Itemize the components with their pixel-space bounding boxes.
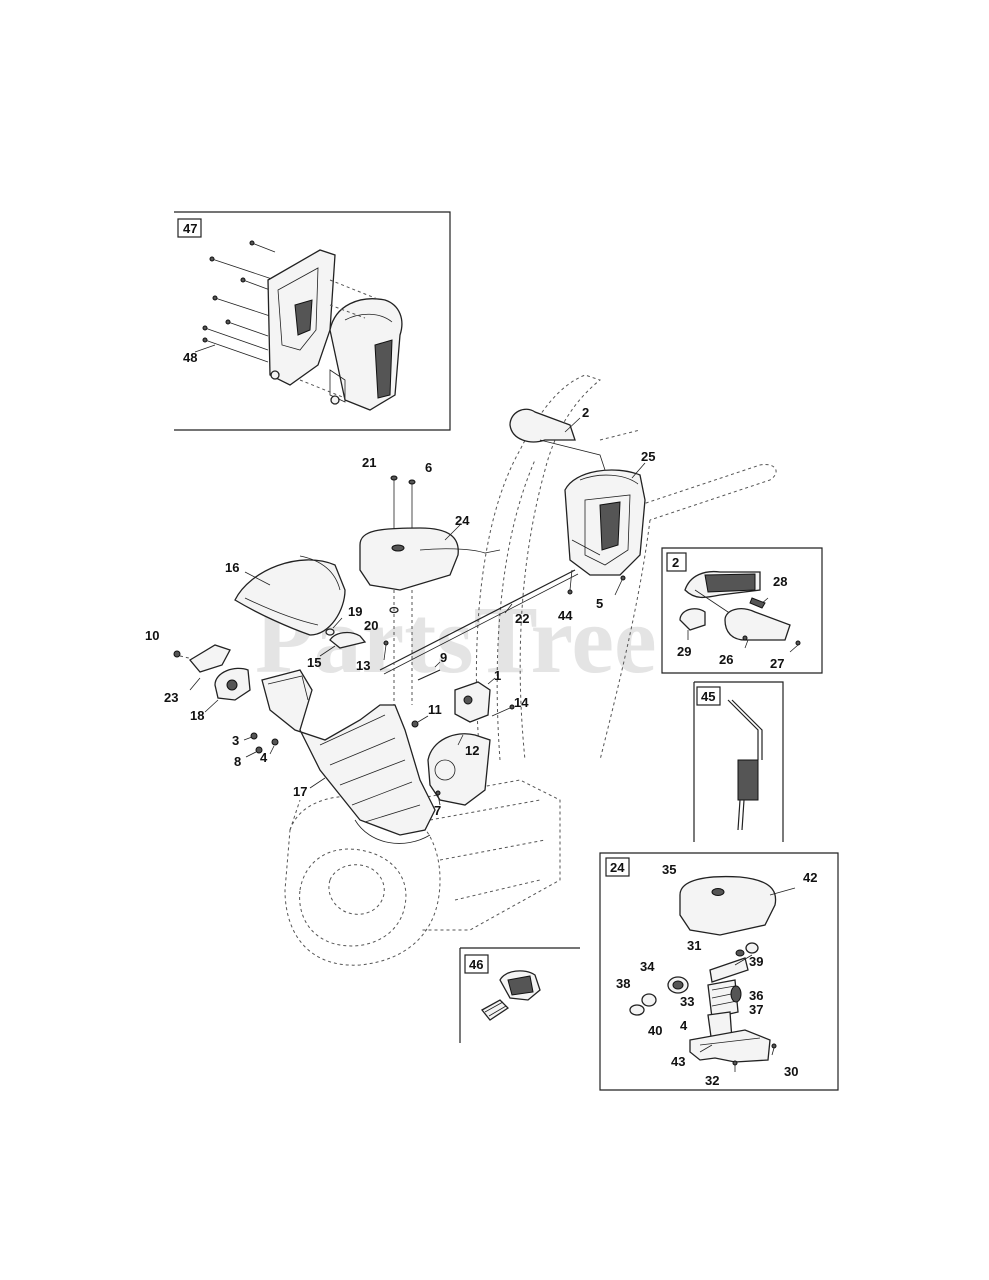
- cover-assembly: [359, 475, 501, 720]
- pin-9: [417, 661, 441, 681]
- deflector-bracket: [319, 617, 367, 657]
- control-rod: [379, 569, 579, 675]
- callout-b24-43[interactable]: 43: [671, 1054, 685, 1069]
- chute-deflector: [234, 555, 346, 636]
- callout-20[interactable]: 20: [364, 618, 378, 633]
- callout-3[interactable]: 3: [232, 733, 239, 748]
- callout-13[interactable]: 13: [356, 658, 370, 673]
- callout-b24-38[interactable]: 38: [616, 976, 630, 991]
- bolt-13: [383, 640, 389, 661]
- callout-24[interactable]: 24: [455, 513, 470, 528]
- callout-6[interactable]: 6: [425, 460, 432, 475]
- callout-25[interactable]: 25: [641, 449, 655, 464]
- callout-b2-26[interactable]: 26: [719, 652, 733, 667]
- callout-7[interactable]: 7: [434, 803, 441, 818]
- inset-46-label: 46: [469, 957, 483, 972]
- callout-14[interactable]: 14: [514, 695, 529, 710]
- callout-18[interactable]: 18: [190, 708, 204, 723]
- callout-19[interactable]: 19: [348, 604, 362, 619]
- callout-b2-29[interactable]: 29: [677, 644, 691, 659]
- callout-48[interactable]: 48: [183, 350, 197, 365]
- inset-2: 2: [661, 547, 823, 674]
- callout-b2-28[interactable]: 28: [773, 574, 787, 589]
- callout-11[interactable]: 11: [428, 702, 442, 717]
- discharge-chute: [261, 669, 436, 844]
- callout-16[interactable]: 16: [225, 560, 239, 575]
- callout-b24-42[interactable]: 42: [803, 870, 817, 885]
- callout-4[interactable]: 4: [260, 750, 268, 765]
- left-bracket-assembly: [173, 644, 251, 713]
- bolt-set: [202, 240, 276, 363]
- callout-b24-37[interactable]: 37: [749, 1002, 763, 1017]
- callout-b24-30[interactable]: 30: [784, 1064, 798, 1079]
- callout-1[interactable]: 1: [494, 668, 501, 683]
- callout-5[interactable]: 5: [596, 596, 603, 611]
- inset-24: 24: [599, 852, 839, 1091]
- inset-47: 47: [174, 211, 451, 431]
- callout-10[interactable]: 10: [145, 628, 159, 643]
- callout-b24-40[interactable]: 40: [648, 1023, 662, 1038]
- small-hardware: [243, 732, 279, 758]
- callout-b24-33[interactable]: 33: [680, 994, 694, 1009]
- callout-2[interactable]: 2: [582, 405, 589, 420]
- callout-b24-34[interactable]: 34: [640, 959, 655, 974]
- inset-45-label: 45: [701, 689, 715, 704]
- callout-b24-39[interactable]: 39: [749, 954, 763, 969]
- callout-b24-36[interactable]: 36: [749, 988, 763, 1003]
- inset-45: 45: [693, 681, 784, 842]
- callout-9[interactable]: 9: [440, 650, 447, 665]
- chute-rotator-assembly: [509, 408, 646, 596]
- lower-bracket-assembly: [411, 677, 515, 806]
- callout-15[interactable]: 15: [307, 655, 321, 670]
- inset-24-label: 24: [610, 860, 625, 875]
- callout-b24-32[interactable]: 32: [705, 1073, 719, 1088]
- callout-17[interactable]: 17: [293, 784, 307, 799]
- callout-22[interactable]: 22: [515, 611, 529, 626]
- callout-8[interactable]: 8: [234, 754, 241, 769]
- callout-12[interactable]: 12: [465, 743, 479, 758]
- inset-47-label: 47: [183, 221, 197, 236]
- callout-21[interactable]: 21: [362, 455, 376, 470]
- callout-b2-27[interactable]: 27: [770, 656, 784, 671]
- callout-b24-4[interactable]: 4: [680, 1018, 688, 1033]
- callout-b24-35[interactable]: 35: [662, 862, 676, 877]
- inset-2-label: 2: [672, 555, 679, 570]
- callout-23[interactable]: 23: [164, 690, 178, 705]
- callout-b24-31[interactable]: 31: [687, 938, 701, 953]
- callout-44[interactable]: 44: [558, 608, 573, 623]
- inset-46: 46: [459, 947, 580, 1043]
